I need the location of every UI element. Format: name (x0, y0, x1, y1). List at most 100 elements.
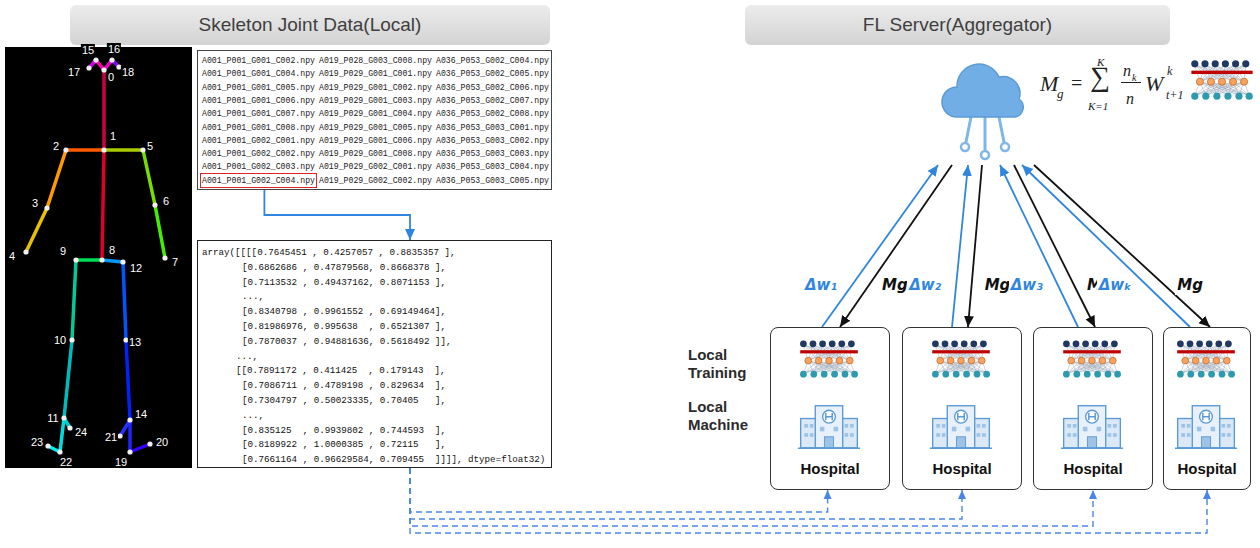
joint-dot (86, 65, 91, 70)
bone-line (104, 148, 143, 152)
joint-dot (127, 449, 132, 454)
file-name: A036_P053_G002_C005.npy (436, 68, 549, 79)
update-upload-arrow (264, 190, 410, 240)
file-name: A001_P001_G001_C002.npy (202, 55, 315, 66)
model-label: Mg (880, 275, 910, 295)
joint-dot (57, 449, 62, 454)
bone-line (130, 444, 150, 452)
network-icon (1174, 336, 1238, 382)
highlighted-file-name: A001_P001_G002_C004.npy (202, 175, 315, 186)
file-name: A019_P029_G002_C001.npy (319, 161, 432, 172)
joint-number: 20 (155, 436, 169, 448)
joint-number: 23 (30, 436, 44, 448)
file-name: A019_P029_G002_C002.npy (319, 175, 432, 186)
hospital-icon (797, 396, 861, 452)
joint-number: 18 (121, 66, 135, 78)
file-name: A036_P053_G003_C001.npy (436, 122, 549, 133)
formula-term: = (1071, 73, 1082, 93)
hospital-icon (1061, 406, 1123, 449)
formula-term: M (1040, 73, 1058, 95)
joint-number: 17 (67, 66, 81, 78)
joint-dot (162, 255, 167, 260)
cloud-link (984, 117, 987, 155)
file-name: A019_P028_G003_C008.npy (319, 55, 432, 66)
model-download-arrow (1034, 165, 1210, 327)
hospital-box: Hospital (770, 327, 890, 490)
file-list-box: A001_P001_G001_C002.npyA001_P001_G001_C0… (197, 50, 552, 190)
joint-number: 24 (74, 426, 88, 438)
file-name: A019_P029_G001_C005.npy (319, 122, 432, 133)
bone-line (123, 262, 126, 340)
model-download-arrow (968, 165, 982, 327)
joint-dot (61, 415, 66, 420)
joint-number: 4 (8, 250, 16, 262)
file-name: A036_P053_G003_C005.npy (436, 175, 549, 186)
joint-dot (93, 57, 98, 62)
file-name: A019_P029_G001_C004.npy (319, 108, 432, 119)
model-download-arrow (840, 165, 952, 327)
hospital-name: Hospital (1034, 460, 1152, 477)
formula-term: W (1145, 73, 1163, 95)
hospital-box: Hospital (902, 327, 1022, 490)
update-label: Δwₖ (1097, 275, 1134, 295)
side-label: Local Machine (688, 398, 760, 434)
formula-term: k (1167, 65, 1172, 77)
bone-line (143, 150, 155, 205)
array-line: [0.7304797 , 0.50023335, 0.70405 ], (242, 394, 446, 407)
file-name: A036_P053_G003_C003.npy (436, 148, 549, 159)
bone-line (102, 70, 106, 150)
network-icon (1060, 336, 1124, 382)
joint-number: 16 (107, 43, 121, 55)
file-name: A019_P029_G001_C002.npy (319, 82, 432, 93)
formula-term: ∑ (1090, 63, 1110, 91)
hospital-name: Hospital (903, 460, 1021, 477)
joint-dot (152, 202, 157, 207)
joint-number: 3 (31, 197, 39, 209)
array-line: [0.8340798 , 0.9961552 , 0.69149464], (242, 305, 446, 318)
file-name: A019_P029_G001_C008.npy (319, 148, 432, 159)
file-name: A036_P053_G003_C002.npy (436, 135, 549, 146)
cloud-shape (942, 64, 1023, 117)
section-header: FL Server(Aggregator) (745, 5, 1170, 45)
hospital-name: Hospital (1164, 460, 1250, 477)
data-feed-connector (410, 468, 828, 512)
file-name: A036_P053_G002_C004.npy (436, 55, 549, 66)
file-name: A019_P029_G001_C003.npy (319, 95, 432, 106)
fraction-bar (1121, 82, 1141, 83)
hospital-box: Hospital (1163, 327, 1251, 490)
network-icon (1177, 340, 1235, 377)
joint-number: 22 (59, 456, 73, 468)
hospital-name: Hospital (771, 460, 889, 477)
array-line: ..., (242, 290, 264, 303)
array-line: ..., (242, 409, 264, 422)
joint-dot (73, 257, 78, 262)
file-name: A001_P001_G002_C003.npy (202, 161, 315, 172)
joint-number: 12 (129, 262, 143, 274)
joint-dot (67, 425, 72, 430)
formula-term: n (1126, 91, 1134, 107)
file-name: A001_P001_G001_C006.npy (202, 95, 315, 106)
file-name: A001_P001_G001_C004.npy (202, 68, 315, 79)
hospital-box: Hospital (1033, 327, 1153, 490)
formula-term: t+1 (1166, 89, 1183, 101)
network-icon (1063, 340, 1121, 377)
bone-line (66, 148, 104, 152)
network-icon (1191, 60, 1253, 99)
joint-number: 9 (59, 245, 67, 257)
formula-term: k (1132, 73, 1136, 83)
file-name: A001_P001_G001_C005.npy (202, 82, 315, 93)
joint-dot (120, 259, 125, 264)
file-name: A001_P001_G002_C001.npy (202, 135, 315, 146)
bone-line (102, 150, 104, 260)
joint-number: 1 (109, 130, 117, 142)
joint-number: 8 (108, 244, 116, 256)
update-upload-arrow (1000, 165, 1078, 327)
cloud-node (981, 151, 989, 159)
joint-dot (44, 205, 49, 210)
hospital-icon (1174, 396, 1238, 452)
array-line: [0.835125 , 0.9939802 , 0.744593 ], (242, 424, 446, 437)
bone-line (102, 260, 123, 262)
joint-dot (140, 147, 145, 152)
formula-term: n (1123, 63, 1131, 79)
array-box: array([[[[0.7645451 , 0.4257057 , 0.8835… (197, 240, 552, 468)
